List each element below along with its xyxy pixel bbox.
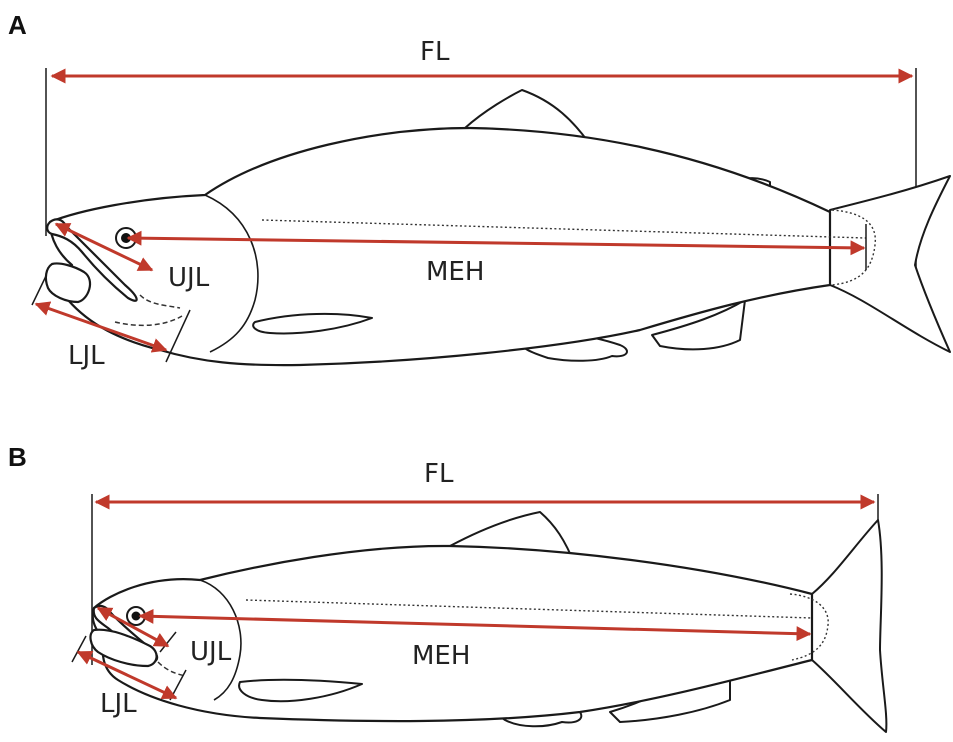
panel-a-ujl-label: UJL <box>168 263 210 293</box>
panel-a-ljl-tick-left <box>32 276 46 305</box>
panel-b-meh-label: MEH <box>412 641 470 671</box>
panel-b: B FL <box>8 442 886 732</box>
panel-b-fl-label: FL <box>424 459 454 489</box>
panel-a-ljl-label: LJL <box>68 341 105 371</box>
panel-a: A <box>8 10 950 371</box>
panel-a-fl-label: FL <box>420 37 450 67</box>
panel-b-pupil <box>132 612 141 621</box>
panel-a-label: A <box>8 10 27 40</box>
panel-b-ljl-tick-left <box>72 636 86 662</box>
panel-b-ujl-label: UJL <box>190 637 232 667</box>
panel-b-ljl-label: LJL <box>100 689 137 719</box>
panel-b-caudal-fin <box>812 520 886 732</box>
panel-b-label: B <box>8 442 27 472</box>
panel-a-meh-label: MEH <box>426 257 484 287</box>
panel-a-caudal-fin <box>830 176 950 352</box>
